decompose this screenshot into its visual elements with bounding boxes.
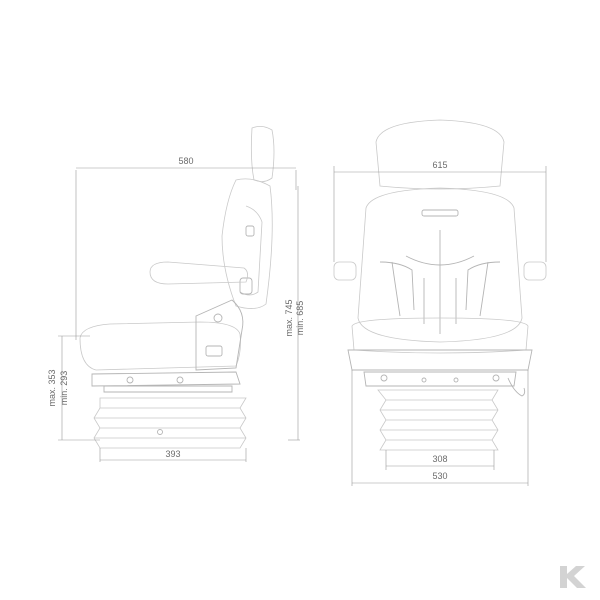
rail-bolt [453, 377, 459, 383]
side-base-label: 393 [165, 449, 180, 459]
rail-bolt [492, 374, 500, 382]
front-overall-label: 530 [432, 471, 447, 481]
brand-emblem [213, 313, 223, 323]
front-width-label: 615 [432, 160, 447, 170]
side-armrest [149, 261, 248, 285]
side-seat-max-label: max. 353 [47, 369, 57, 406]
side-height-max-label: max. 745 [284, 299, 294, 336]
side-bellows [93, 397, 247, 449]
side-bracket [195, 299, 244, 371]
side-width-label: 580 [178, 156, 193, 166]
front-headrest [375, 119, 505, 190]
side-backrest-inner [239, 205, 263, 296]
front-view: 615 308 530 [333, 119, 547, 486]
side-seat-min-label: min. 293 [59, 371, 69, 406]
front-emblem [421, 209, 459, 217]
rail-bolt [126, 376, 134, 384]
rail-bolt [176, 376, 184, 384]
side-seat-cushion [79, 321, 241, 371]
front-armrest-right [523, 261, 547, 281]
side-headrest [250, 126, 275, 182]
front-base-label: 308 [432, 454, 447, 464]
side-backrest [221, 178, 273, 309]
backrest-pattern-right [455, 261, 501, 324]
rail-bolt [380, 374, 388, 382]
front-armrest-left [333, 261, 357, 281]
lumbar-knob [239, 277, 253, 295]
side-view: 580 393 max. 745 min. 685 max. 353 min. … [47, 126, 305, 462]
recline-knob [245, 225, 255, 237]
side-slide-rail [91, 371, 241, 393]
logo-mark [560, 566, 586, 588]
front-slide-rail [363, 371, 517, 387]
brand-logo-icon [560, 566, 586, 588]
front-adjust-lever [507, 377, 526, 397]
backrest-pattern-left [379, 261, 425, 324]
backrest-chevron [405, 255, 475, 266]
front-bellows [377, 389, 499, 451]
front-backrest [357, 187, 523, 343]
side-height-min-label: min. 685 [295, 301, 305, 336]
rail-bolt [421, 377, 427, 383]
side-lever [205, 345, 223, 357]
front-seat-cushion [351, 317, 529, 354]
